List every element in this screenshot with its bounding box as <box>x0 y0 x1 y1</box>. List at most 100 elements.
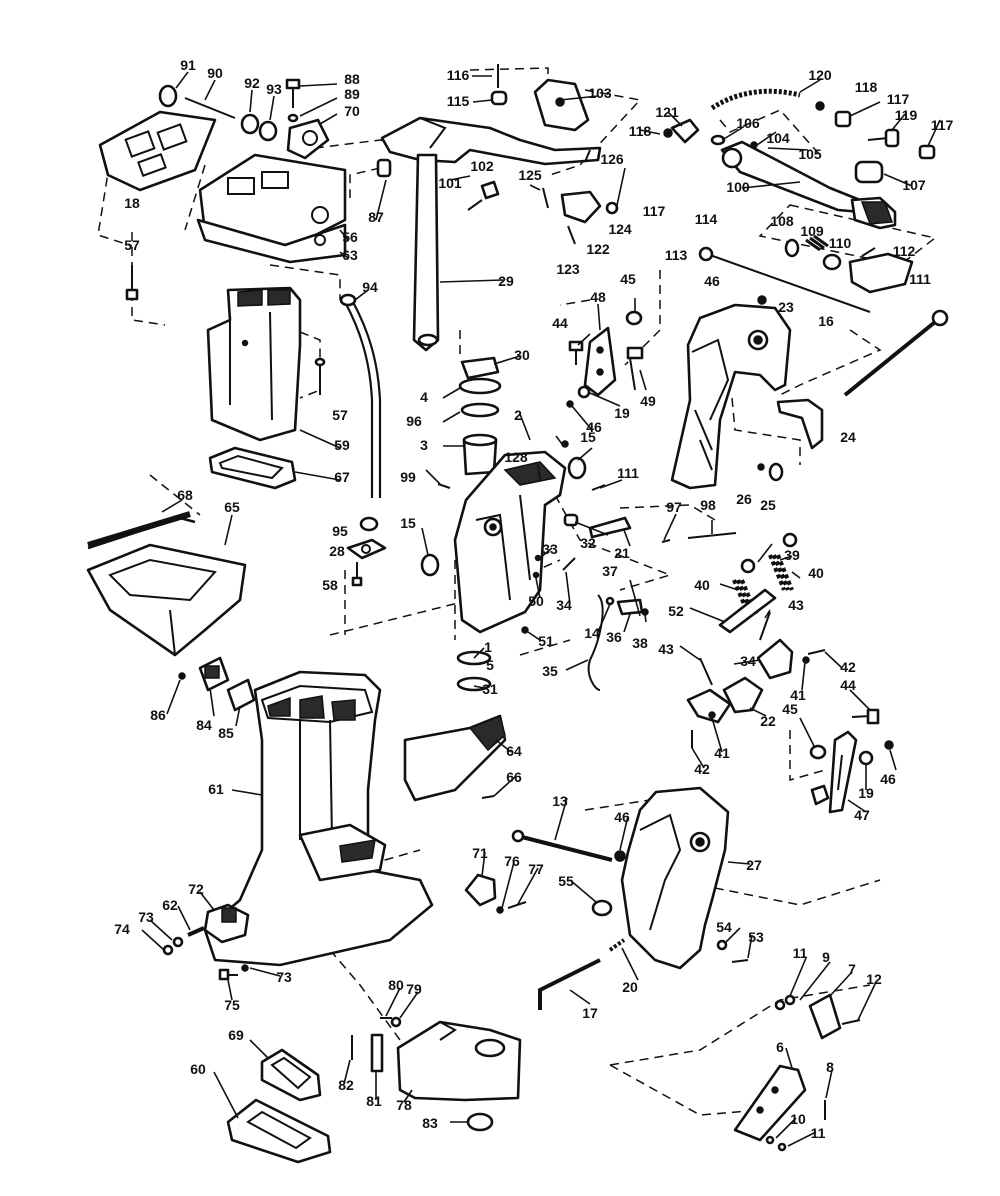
callout-19: 19 <box>614 405 630 421</box>
callout-15: 15 <box>400 515 416 531</box>
tiller-handle-group <box>663 88 936 313</box>
callout-101: 101 <box>438 175 462 191</box>
callout-94: 94 <box>362 279 378 295</box>
callout-89: 89 <box>344 86 360 102</box>
callout-27: 27 <box>746 857 762 873</box>
callout-96: 96 <box>406 413 422 429</box>
callout-56: 56 <box>342 229 358 245</box>
callout-113: 113 <box>665 247 688 263</box>
callout-31: 31 <box>482 681 498 697</box>
callout-45: 45 <box>620 271 636 287</box>
callout-120: 120 <box>808 67 832 83</box>
callout-11: 11 <box>811 1125 826 1141</box>
exhaust-cover-group <box>98 78 392 301</box>
callout-91: 91 <box>180 57 196 73</box>
callout-5: 5 <box>486 657 494 673</box>
callout-86: 86 <box>150 707 166 723</box>
callout-40: 40 <box>694 577 710 593</box>
callout-13: 13 <box>552 793 568 809</box>
callout-25: 25 <box>760 497 776 513</box>
callout-51: 51 <box>538 633 554 649</box>
callout-21: 21 <box>614 545 630 561</box>
callout-82: 82 <box>338 1077 354 1093</box>
callout-102: 102 <box>470 158 494 174</box>
callout-34: 34 <box>556 597 572 613</box>
callout-118: 118 <box>629 123 652 139</box>
callout-42: 42 <box>694 761 710 777</box>
callout-41: 41 <box>790 687 806 703</box>
callout-72: 72 <box>188 881 204 897</box>
callout-121: 121 <box>655 104 679 120</box>
callout-36: 36 <box>606 629 622 645</box>
callout-49: 49 <box>640 393 656 409</box>
callout-59: 59 <box>334 437 350 453</box>
callout-74: 74 <box>114 921 130 937</box>
callout-44: 44 <box>552 315 568 331</box>
callout-70: 70 <box>344 103 360 119</box>
callout-43: 43 <box>658 641 674 657</box>
callout-115: 115 <box>447 93 470 109</box>
callout-98: 98 <box>700 497 716 513</box>
callout-73: 73 <box>276 969 292 985</box>
callout-90: 90 <box>207 65 223 81</box>
callout-67: 67 <box>334 469 350 485</box>
callout-28: 28 <box>329 543 345 559</box>
callout-46: 46 <box>880 771 896 787</box>
callout-63: 63 <box>342 247 358 263</box>
callout-124: 124 <box>608 221 632 237</box>
callout-122: 122 <box>586 241 610 257</box>
callout-62: 62 <box>162 897 178 913</box>
callout-84: 84 <box>196 717 212 733</box>
callout-92: 92 <box>244 75 260 91</box>
callout-88: 88 <box>344 71 360 87</box>
callout-22: 22 <box>760 713 776 729</box>
callout-14: 14 <box>584 625 600 641</box>
callout-61: 61 <box>208 781 224 797</box>
callout-68: 68 <box>177 487 193 503</box>
callout-24: 24 <box>840 429 856 445</box>
callout-47: 47 <box>854 807 870 823</box>
callout-41: 41 <box>714 745 730 761</box>
callout-11: 11 <box>793 945 808 961</box>
callout-97: 97 <box>666 499 682 515</box>
callout-79: 79 <box>406 981 422 997</box>
steering-arm-group <box>380 64 619 352</box>
callout-53: 53 <box>748 929 764 945</box>
callout-106: 106 <box>736 115 760 131</box>
callout-109: 109 <box>800 223 824 239</box>
callout-104: 104 <box>766 130 790 146</box>
callout-80: 80 <box>388 977 404 993</box>
callout-12: 12 <box>866 971 882 987</box>
callout-117: 117 <box>931 117 954 133</box>
callout-32: 32 <box>580 535 596 551</box>
callout-40: 40 <box>808 565 824 581</box>
callout-52: 52 <box>668 603 684 619</box>
callout-64: 64 <box>506 743 522 759</box>
callout-83: 83 <box>422 1115 438 1131</box>
callout-23: 23 <box>778 299 794 315</box>
callout-105: 105 <box>798 146 822 162</box>
callout-29: 29 <box>498 273 514 289</box>
callout-1: 1 <box>484 639 492 655</box>
callout-78: 78 <box>396 1097 412 1113</box>
callout-66: 66 <box>506 769 522 785</box>
callout-77: 77 <box>528 861 544 877</box>
stern-bracket-27-group <box>511 786 861 1152</box>
callout-leaders <box>141 71 941 1147</box>
lower-parts-group <box>226 1016 522 1164</box>
callout-75: 75 <box>224 997 240 1013</box>
callout-48: 48 <box>590 289 606 305</box>
callout-57: 57 <box>332 407 348 423</box>
callout-60: 60 <box>190 1061 206 1077</box>
callout-69: 69 <box>228 1027 244 1043</box>
callout-110: 110 <box>829 235 852 251</box>
callout-10: 10 <box>790 1111 806 1127</box>
callout-58: 58 <box>322 577 338 593</box>
callout-71: 71 <box>472 845 488 861</box>
callout-9: 9 <box>822 949 830 965</box>
callout-65: 65 <box>224 499 240 515</box>
callout-3: 3 <box>420 437 428 453</box>
callout-125: 125 <box>518 167 542 183</box>
callout-4: 4 <box>420 389 428 405</box>
